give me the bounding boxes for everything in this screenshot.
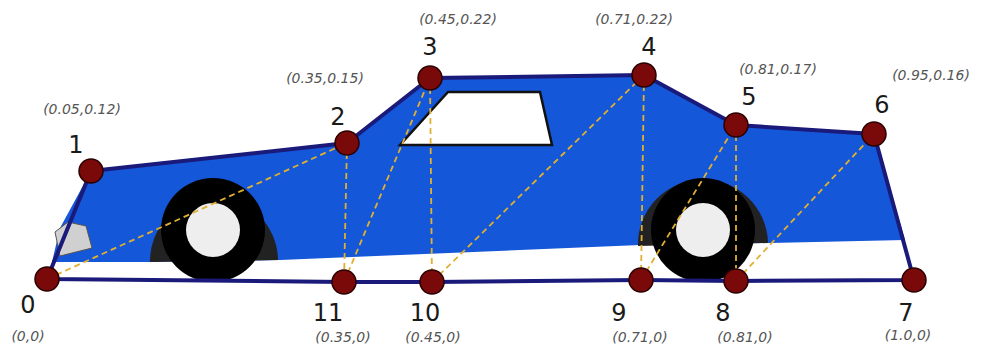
callout-number: 4 — [641, 34, 656, 60]
vertex-dots — [35, 63, 926, 294]
coordinate-label: (0.81,0) — [717, 330, 772, 345]
callout-number: 1 — [68, 132, 83, 158]
callout-number: 9 — [611, 300, 626, 326]
coordinate-label: (0.35,0) — [315, 330, 370, 345]
coordinate-label: (0.71,0.22) — [595, 12, 673, 27]
coordinate-label: (0.45,0) — [405, 330, 460, 345]
coordinate-label: (0.45,0.22) — [419, 12, 497, 27]
callout-number: 3 — [422, 34, 437, 60]
coordinate-label: (1.0,0) — [885, 328, 932, 343]
coordinate-label: (0.81,0.17) — [739, 62, 817, 77]
callout-number: 7 — [898, 300, 913, 326]
callout-number: 11 — [313, 300, 344, 326]
callout-number: 10 — [410, 300, 441, 326]
callout-number: 2 — [330, 104, 345, 130]
coordinate-label: (0.05,0.12) — [43, 102, 121, 117]
rear-wheel — [651, 178, 755, 282]
callout-number: 6 — [874, 92, 889, 118]
car-window — [400, 92, 552, 145]
coordinate-label: (0.35,0.15) — [286, 71, 364, 86]
triangulation-lines — [47, 75, 874, 282]
coordinate-label: (0,0) — [11, 329, 44, 344]
coordinate-label: (0.71,0) — [612, 330, 667, 345]
callout-number: 0 — [20, 292, 35, 318]
callout-number: 8 — [715, 300, 730, 326]
car-outline — [47, 75, 914, 282]
callout-number: 5 — [741, 84, 756, 110]
front-wheel — [161, 178, 265, 282]
coordinate-label: (0.95,0.16) — [892, 68, 970, 83]
